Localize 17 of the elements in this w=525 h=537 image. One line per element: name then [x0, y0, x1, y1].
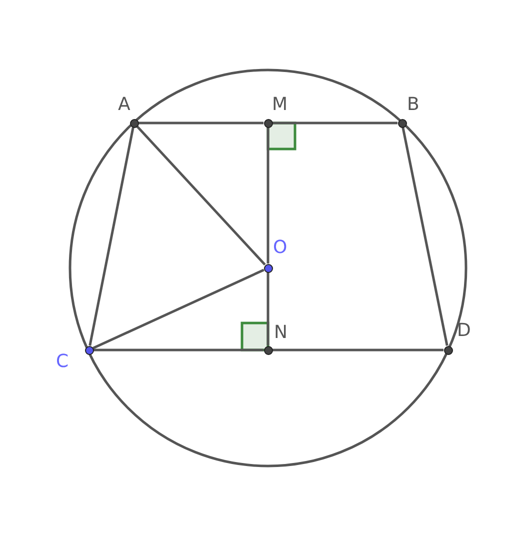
line-segment	[136, 125, 266, 266]
line-segment	[272, 348, 444, 352]
point-label: B	[407, 95, 420, 115]
point-label: C	[56, 352, 69, 372]
line-segment	[94, 348, 264, 352]
point-label: M	[272, 95, 288, 115]
line-segment	[266, 272, 270, 346]
line-segment	[92, 268, 264, 350]
point-label: O	[273, 238, 288, 258]
line-segment	[402, 127, 448, 346]
line-segment	[266, 128, 270, 264]
line-segment	[88, 127, 134, 346]
point-label: N	[274, 323, 288, 343]
line-segment	[272, 122, 398, 124]
point-label: D	[457, 321, 471, 341]
point-label: A	[118, 95, 130, 115]
line-segment	[138, 122, 264, 124]
